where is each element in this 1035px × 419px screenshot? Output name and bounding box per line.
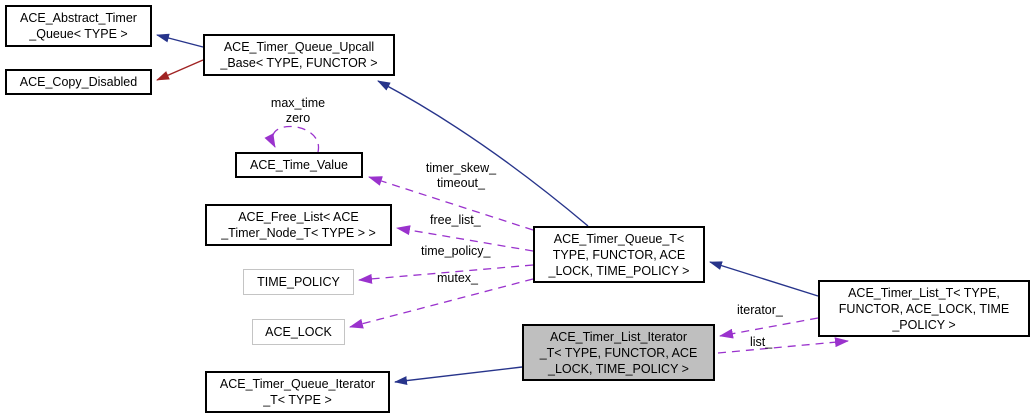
class-node-ace-time-value[interactable]: ACE_Time_Value [235,152,363,178]
inheritance-arrow-upcall-to-abstract [156,33,204,48]
edge-label-free-list: free_list_ [430,213,481,227]
class-node-ace-timer-list-t[interactable]: ACE_Timer_List_T< TYPE, FUNCTOR, ACE_LOC… [818,280,1030,337]
edge-label-mutex: mutex_ [437,271,478,285]
class-node-ace-copy-disabled[interactable]: ACE_Copy_Disabled [5,69,152,95]
class-node-ace-free-list[interactable]: ACE_Free_List< ACE _Timer_Node_T< TYPE >… [205,204,392,246]
edge-label-max-time-zero: max_time zero [270,96,326,125]
inheritance-arrow-listiterator-to-queueiterator [394,366,523,386]
class-node-ace-timer-queue-t[interactable]: ACE_Timer_Queue_T< TYPE, FUNCTOR, ACE _L… [533,226,705,283]
private-inheritance-arrow-upcall-to-copydisabled [156,59,204,81]
usage-arrow-timer-skew [368,176,534,231]
usage-arrow-list [717,337,849,354]
edge-label-iterator: iterator_ [737,303,783,317]
usage-arrow-free-list [396,225,534,252]
inheritance-arrow-timerlist-to-timerqueue [709,261,819,297]
usage-arrow-iterator [719,317,819,339]
class-node-ace-timer-list-iterator-t-current: ACE_Timer_List_Iterator _T< TYPE, FUNCTO… [522,324,715,381]
edge-label-timer-skew-timeout: timer_skew_ timeout_ [425,161,497,190]
template-param-node-ace-lock: ACE_LOCK [252,319,345,345]
edge-label-list: list_ [750,335,773,349]
usage-arrow-mutex [349,278,534,329]
template-param-node-time-policy: TIME_POLICY [243,269,354,295]
class-node-ace-timer-queue-iterator-t[interactable]: ACE_Timer_Queue_Iterator _T< TYPE > [205,371,390,413]
usage-arrow-time-policy [358,264,534,284]
inheritance-arrow-timerqueue-to-upcall [377,80,589,227]
class-node-ace-abstract-timer-queue[interactable]: ACE_Abstract_Timer _Queue< TYPE > [5,5,152,47]
class-node-ace-timer-queue-upcall-base[interactable]: ACE_Timer_Queue_Upcall _Base< TYPE, FUNC… [203,34,395,76]
edge-label-time-policy: time_policy_ [421,244,491,258]
usage-arrow-timevalue-self-loop [264,125,319,153]
